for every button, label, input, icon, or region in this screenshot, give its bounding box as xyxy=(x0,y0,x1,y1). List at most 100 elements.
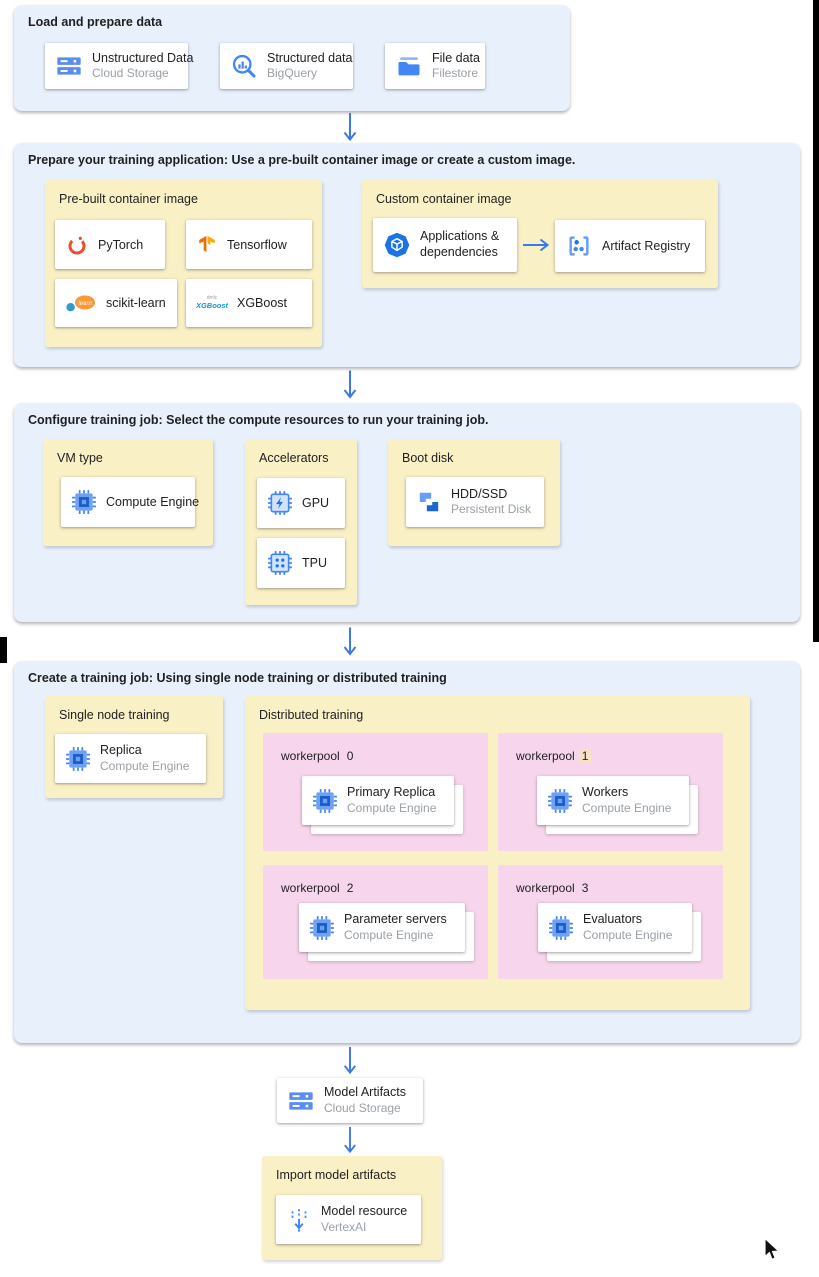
card-sublabel: Compute Engine xyxy=(347,800,437,815)
card-label: Parameter servers xyxy=(344,912,447,927)
card-unstructured-data: Unstructured Data Cloud Storage xyxy=(45,43,193,89)
section-title: Create a training job: Using single node… xyxy=(28,671,447,685)
card-sublabel: Compute Engine xyxy=(582,800,672,815)
card-label: HDD/SSD xyxy=(451,486,508,501)
card-tpu: TPU xyxy=(257,538,345,588)
card-tensorflow: Tensorflow xyxy=(186,220,312,269)
card-label: Model Artifacts xyxy=(324,1085,406,1100)
cloud-storage-icon xyxy=(289,1091,313,1110)
compute-engine-icon xyxy=(548,788,572,813)
card-file-data: File data Filestore xyxy=(385,43,485,89)
xgboost-logo-top: dmlc xyxy=(206,295,218,302)
workerpool-2-number: 2 xyxy=(346,881,354,895)
group-accelerators: Accelerators GPU TPU xyxy=(245,439,357,605)
persistent-disk-icon xyxy=(419,492,439,512)
group-import-model-artifacts: Import model artifacts Model resource Ve… xyxy=(262,1156,442,1260)
card-model-resource: Model resource VertexAI xyxy=(276,1195,421,1244)
gpu-icon xyxy=(268,491,292,515)
card-sublabel: BigQuery xyxy=(267,66,318,81)
card-label: Tensorflow xyxy=(227,237,287,252)
compute-engine-icon xyxy=(549,915,573,940)
down-arrow-icon xyxy=(343,113,357,142)
card-sublabel: Cloud Storage xyxy=(92,66,169,81)
compute-engine-icon xyxy=(310,915,334,940)
workerpool-1-number: 1 xyxy=(578,749,592,763)
card-model-artifacts: Model Artifacts Cloud Storage xyxy=(277,1078,423,1123)
card-sublabel: Filestore xyxy=(432,66,479,81)
card-sublabel: VertexAI xyxy=(321,1219,367,1234)
down-arrow-icon xyxy=(343,627,357,656)
group-custom-container-image: Custom container image Applications & de… xyxy=(362,180,718,288)
group-title: Pre-built container image xyxy=(59,192,198,206)
bigquery-icon xyxy=(232,54,256,78)
card-gpu: GPU xyxy=(257,478,345,528)
mouse-cursor-icon xyxy=(764,1237,780,1261)
workerpool-3-number: 3 xyxy=(581,881,589,895)
screen-edge-black-bar-left xyxy=(0,637,7,663)
applications-dependencies-icon xyxy=(384,232,410,258)
section-title: Configure training job: Select the compu… xyxy=(28,413,489,427)
card-label: Model resource xyxy=(321,1204,408,1219)
card-workers: Workers Compute Engine xyxy=(537,776,689,825)
card-label: PyTorch xyxy=(98,237,144,252)
card-label: File data xyxy=(432,50,480,65)
scikit-learn-logo-text: learn xyxy=(78,301,92,307)
card-sublabel: Persistent Disk xyxy=(451,502,532,517)
section-prepare-training-application: Prepare your training application: Use a… xyxy=(14,143,800,367)
right-arrow-icon xyxy=(523,238,550,252)
section-create-training-job: Create a training job: Using single node… xyxy=(14,661,800,1043)
card-label: Evaluators xyxy=(583,912,643,927)
card-label: TPU xyxy=(302,556,327,570)
compute-engine-icon xyxy=(72,490,96,514)
group-title: Distributed training xyxy=(259,708,364,722)
card-evaluators: Evaluators Compute Engine xyxy=(538,903,692,952)
card-primary-replica: Primary Replica Compute Engine xyxy=(302,776,454,825)
card-sublabel: Cloud Storage xyxy=(324,1100,401,1115)
card-sublabel: Compute Engine xyxy=(100,758,190,773)
card-sublabel: Compute Engine xyxy=(344,927,434,942)
section-configure-training-job: Configure training job: Select the compu… xyxy=(14,403,800,622)
compute-engine-icon xyxy=(313,788,337,813)
section-load-and-prepare-data: Load and prepare data Unstructured Data … xyxy=(14,5,570,111)
group-vm-type: VM type Compute Engine xyxy=(43,439,213,546)
group-boot-disk: Boot disk HDD/SSD Persistent Disk xyxy=(388,439,560,546)
card-scikit-learn: learn scikit-learn xyxy=(55,279,177,327)
tensorflow-icon xyxy=(199,235,215,252)
card-label: scikit-learn xyxy=(106,296,166,310)
card-pytorch: PyTorch xyxy=(55,220,165,269)
workerpool-0-number: 0 xyxy=(346,749,354,763)
group-single-node-training: Single node training Replica Compute Eng… xyxy=(45,696,223,798)
cloud-storage-icon xyxy=(57,57,81,75)
card-label: Compute Engine xyxy=(106,495,200,509)
card-label: Replica xyxy=(100,743,142,758)
compute-engine-icon xyxy=(66,746,90,771)
card-label: Workers xyxy=(582,785,629,800)
card-replica: Replica Compute Engine xyxy=(55,734,206,783)
card-label: Artifact Registry xyxy=(602,239,691,253)
xgboost-logo-text: XGBoost xyxy=(195,300,229,310)
group-prebuilt-container-image: Pre-built container image PyTorch Tensor… xyxy=(45,180,322,347)
scikit-learn-icon: learn xyxy=(66,295,95,311)
card-structured-data: Structured data BigQuery xyxy=(220,43,353,89)
card-xgboost: dmlc XGBoost XGBoost xyxy=(186,279,312,327)
down-arrow-icon xyxy=(343,1046,357,1075)
group-title: Import model artifacts xyxy=(276,1168,397,1182)
section-title: Load and prepare data xyxy=(28,15,163,29)
card-compute-engine: Compute Engine xyxy=(61,477,199,527)
card-sublabel: Compute Engine xyxy=(583,927,673,942)
group-title: Single node training xyxy=(59,708,170,722)
artifact-registry-icon xyxy=(569,236,589,256)
filestore-icon xyxy=(398,57,420,76)
card-label: GPU xyxy=(302,496,330,510)
card-label: XGBoost xyxy=(237,296,288,310)
